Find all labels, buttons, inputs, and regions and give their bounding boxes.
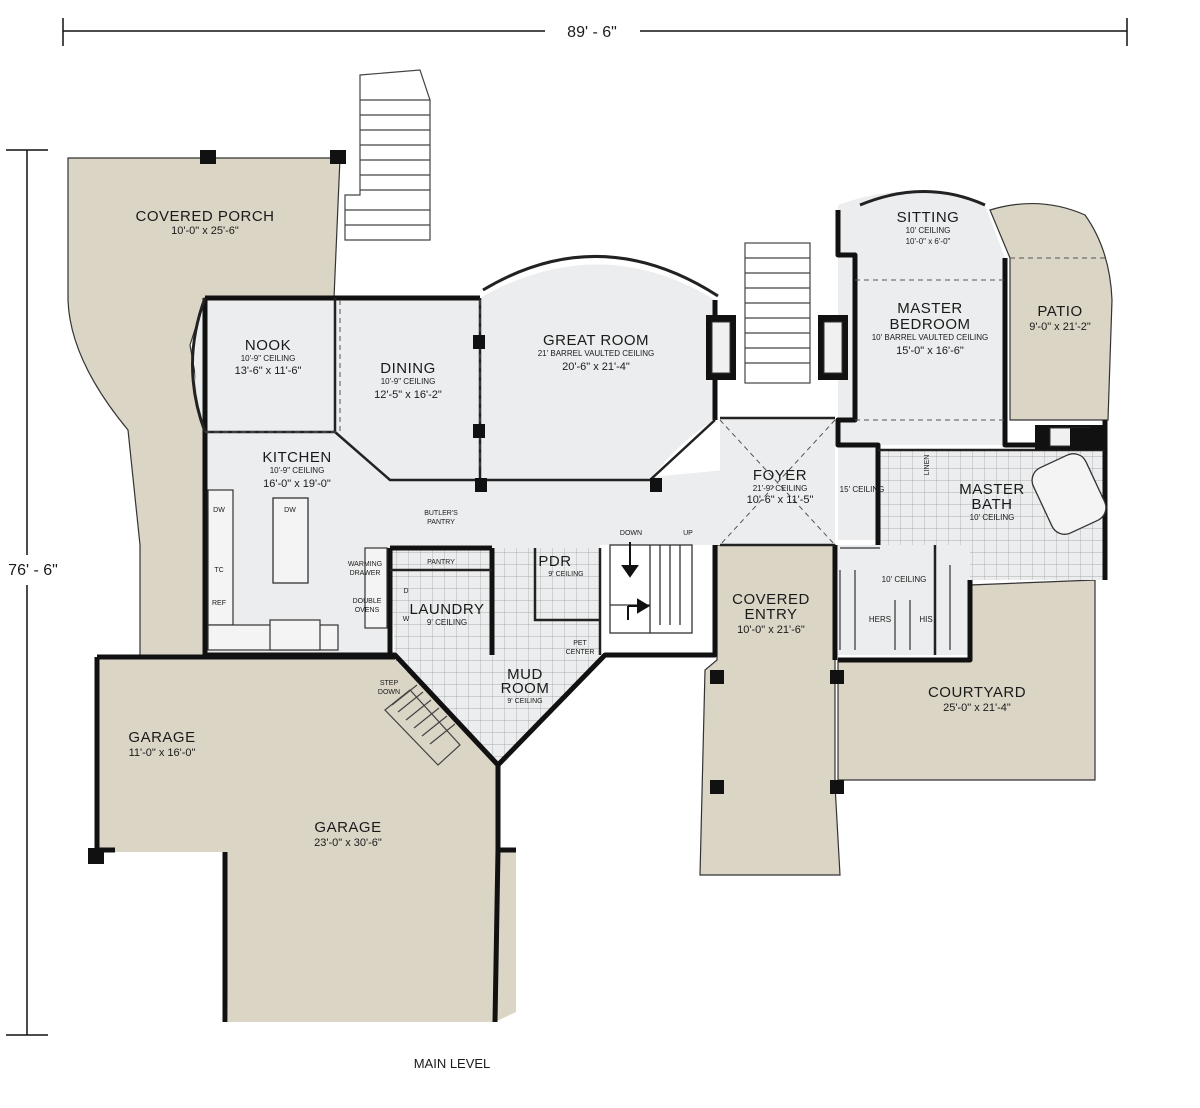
- level-title: MAIN LEVEL: [414, 1056, 491, 1071]
- hall-ceiling: 15' CEILING: [840, 485, 885, 494]
- linen-label: LINEN: [924, 455, 931, 476]
- stair-up-label: UP: [683, 530, 693, 537]
- patio-size: 9'-0" x 21'-2": [1029, 321, 1091, 333]
- dining-label: DINING: [380, 360, 436, 377]
- sitting-label: SITTING: [897, 209, 960, 226]
- covered-porch-label: COVERED PORCH: [135, 208, 274, 225]
- mud-room-label-2: ROOM: [501, 680, 550, 697]
- kitchen-island: [272, 497, 309, 584]
- kitchen-cabinets: [207, 489, 388, 651]
- nook-floor: [195, 298, 335, 432]
- butlers-pantry-label-2: PANTRY: [427, 519, 455, 526]
- dryer-label: D: [403, 588, 408, 595]
- great-room-floor: [480, 264, 715, 480]
- master-bath-label-2: BATH: [972, 496, 1013, 513]
- dining-size: 12'-5" x 16'-2": [374, 389, 442, 401]
- garage-step-down-stairs: [384, 684, 461, 766]
- foyer-label: FOYER: [753, 467, 807, 484]
- dw-label-2: DW: [284, 507, 296, 514]
- closet-his: HIS: [919, 615, 932, 624]
- fireplace-great-room: [706, 315, 736, 380]
- patio-label: PATIO: [1037, 303, 1082, 320]
- garage-large-label: GARAGE: [314, 819, 381, 836]
- master-bedroom-label-1: MASTER: [897, 300, 963, 317]
- pdr-label: PDR: [538, 553, 571, 570]
- dashed-beam-lines: [205, 257, 1108, 546]
- great-room-ceiling: 21' BARREL VAULTED CEILING: [538, 349, 655, 358]
- width-dimension: 89' - 6": [567, 24, 617, 41]
- great-room-curved-wall: [482, 254, 719, 298]
- closet-hers: HERS: [869, 615, 891, 624]
- columns: [88, 150, 1105, 864]
- great-room-label: GREAT ROOM: [543, 332, 649, 349]
- dw-label-1: DW: [213, 507, 225, 514]
- mud-room-label-1: MUD: [507, 666, 543, 683]
- master-bedroom-label-2: BEDROOM: [889, 316, 970, 333]
- closet-rods: [839, 547, 951, 650]
- kitchen-label: KITCHEN: [262, 449, 331, 466]
- foyer-size: 10'-6" x 11'-5": [747, 494, 814, 506]
- covered-entry-label-1: COVERED: [732, 591, 810, 608]
- garage-small-label: GARAGE: [128, 729, 195, 746]
- nook-label: NOOK: [245, 337, 291, 354]
- garage-small-size: 11'-0" x 16'-0": [129, 747, 196, 759]
- washer-label: W: [403, 616, 410, 623]
- stair-down-label: DOWN: [620, 530, 642, 537]
- closet-ceiling: 10' CEILING: [882, 575, 927, 584]
- garage-large-size: 23'-0" x 30'-6": [314, 837, 382, 849]
- covered-entry-size: 10'-0" x 21'-6": [737, 624, 805, 636]
- sitting-size: 10'-0" x 6'-0": [906, 237, 951, 246]
- rear-stairs: [344, 69, 431, 241]
- ref-label: REF: [212, 600, 226, 607]
- master-suite-floor: [838, 191, 1005, 540]
- courtyard-size: 25'-0" x 21'-4": [943, 702, 1011, 714]
- stair-arrows: [621, 542, 650, 620]
- tc-label: TC: [214, 567, 223, 574]
- double-ovens-label-1: DOUBLE: [353, 598, 382, 605]
- master-bedroom-size: 15'-0" x 16'-6": [896, 345, 964, 357]
- covered-entry-label-2: ENTRY: [744, 606, 797, 623]
- pet-center-label-2: CENTER: [566, 649, 595, 656]
- laundry-ceiling: 9' CEILING: [427, 618, 467, 627]
- nook-size: 13'-6" x 11'-6": [235, 365, 302, 377]
- nook-bay-wall: [191, 297, 207, 433]
- depth-dimension-line: [6, 149, 48, 1036]
- butlers-pantry-label-1: BUTLER'S: [424, 510, 458, 517]
- great-room-size: 20'-6" x 21'-4": [562, 361, 630, 373]
- pet-center-label-1: PET: [573, 640, 587, 647]
- warming-drawer-label-1: WARMING: [348, 561, 382, 568]
- laundry-label: LAUNDRY: [410, 601, 485, 618]
- master-bath-ceiling: 10' CEILING: [970, 513, 1015, 522]
- sitting-ceiling: 10' CEILING: [906, 226, 951, 235]
- master-bedroom-ceiling: 10' BARREL VAULTED CEILING: [872, 333, 989, 342]
- kitchen-ceiling: 10'-9" CEILING: [270, 466, 325, 475]
- front-stairs: [744, 242, 811, 384]
- foyer-ceiling: 21'-9" CEILING: [753, 484, 808, 493]
- step-down-label-1: STEP: [380, 680, 399, 687]
- garage-area: [97, 657, 516, 1022]
- step-down-label-2: DOWN: [378, 689, 400, 696]
- fireplace-master-bedroom: [818, 315, 848, 380]
- nook-ceiling: 10'-9" CEILING: [241, 354, 296, 363]
- pantry-label: PANTRY: [427, 559, 455, 566]
- dining-ceiling: 10'-9" CEILING: [381, 377, 436, 386]
- courtyard-label: COURTYARD: [928, 684, 1026, 701]
- pdr-ceiling: 9' CEILING: [548, 571, 583, 578]
- kitchen-size: 16'-0" x 19'-0": [263, 478, 331, 490]
- master-tub: [1031, 453, 1107, 535]
- closet-floor: [838, 545, 970, 655]
- covered-porch-size: 10'-0" x 25'-6": [171, 225, 239, 237]
- warming-drawer-label-2: DRAWER: [350, 570, 381, 577]
- double-ovens-label-2: OVENS: [355, 607, 380, 614]
- width-dimension-line: [62, 18, 1128, 46]
- depth-dimension: 76' - 6": [8, 562, 58, 579]
- master-bath-label-1: MASTER: [959, 481, 1025, 498]
- mud-room-ceiling: 9' CEILING: [507, 698, 542, 705]
- sitting-curved-wall: [859, 190, 986, 207]
